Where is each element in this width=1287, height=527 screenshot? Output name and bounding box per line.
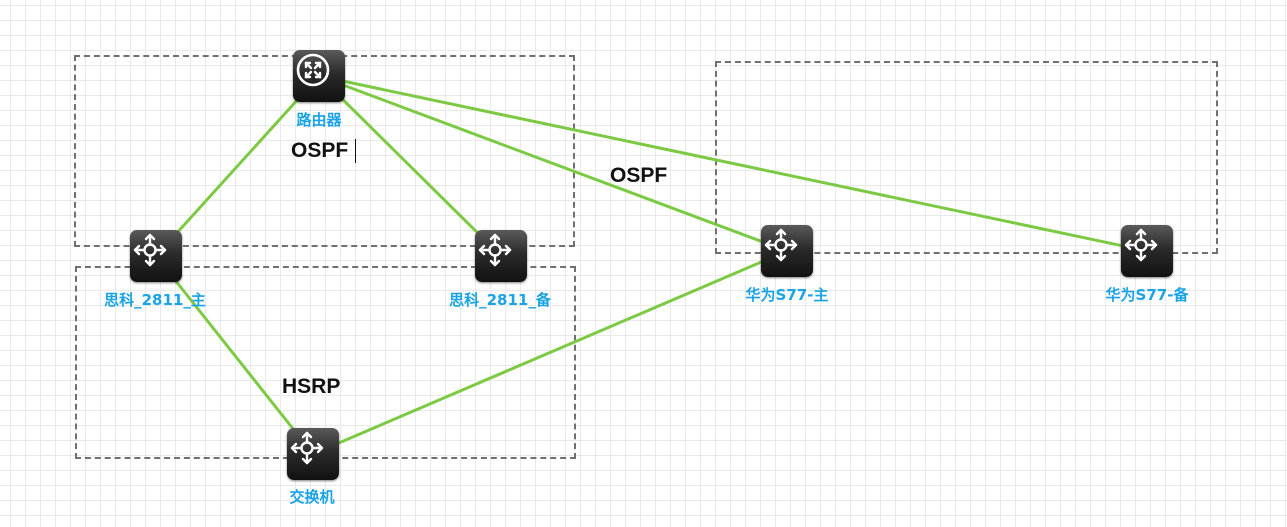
router-icon bbox=[296, 53, 330, 87]
huawei-backup-node[interactable] bbox=[1121, 225, 1173, 277]
router-label: 路由器 bbox=[296, 111, 342, 129]
link-cisco_main-switch[interactable] bbox=[154, 254, 315, 456]
link-router-cisco_main[interactable] bbox=[154, 74, 321, 258]
cisco-backup-label: 思科_2811_备 bbox=[449, 291, 551, 309]
cisco-main-label: 思科_2811_主 bbox=[104, 291, 206, 309]
switch-label: 交换机 bbox=[289, 488, 335, 506]
text-cursor bbox=[355, 139, 356, 163]
hsrp-label: HSRP bbox=[282, 375, 341, 398]
switch-icon bbox=[133, 233, 167, 267]
ospf-left-label: OSPF bbox=[291, 139, 349, 162]
link-switch-huawei_main[interactable] bbox=[311, 249, 789, 456]
router-node[interactable] bbox=[293, 50, 345, 102]
link-router-huawei_main[interactable] bbox=[317, 74, 789, 253]
cisco-main-node[interactable] bbox=[130, 230, 182, 282]
switch-icon bbox=[290, 431, 324, 465]
ospf-right-label: OSPF bbox=[610, 164, 668, 187]
switch-icon bbox=[1124, 228, 1158, 262]
huawei-backup-label: 华为S77-备 bbox=[1105, 286, 1189, 304]
link-router-cisco_backup[interactable] bbox=[317, 74, 503, 258]
huawei-main-node[interactable] bbox=[761, 225, 813, 277]
switch-icon bbox=[478, 233, 512, 267]
link-router-huawei_backup[interactable] bbox=[317, 74, 1149, 253]
switch-node[interactable] bbox=[287, 428, 339, 480]
switch-icon bbox=[764, 228, 798, 262]
cisco-backup-node[interactable] bbox=[475, 230, 527, 282]
group-box-ospf-right bbox=[715, 61, 1218, 254]
huawei-main-label: 华为S77-主 bbox=[745, 286, 829, 304]
